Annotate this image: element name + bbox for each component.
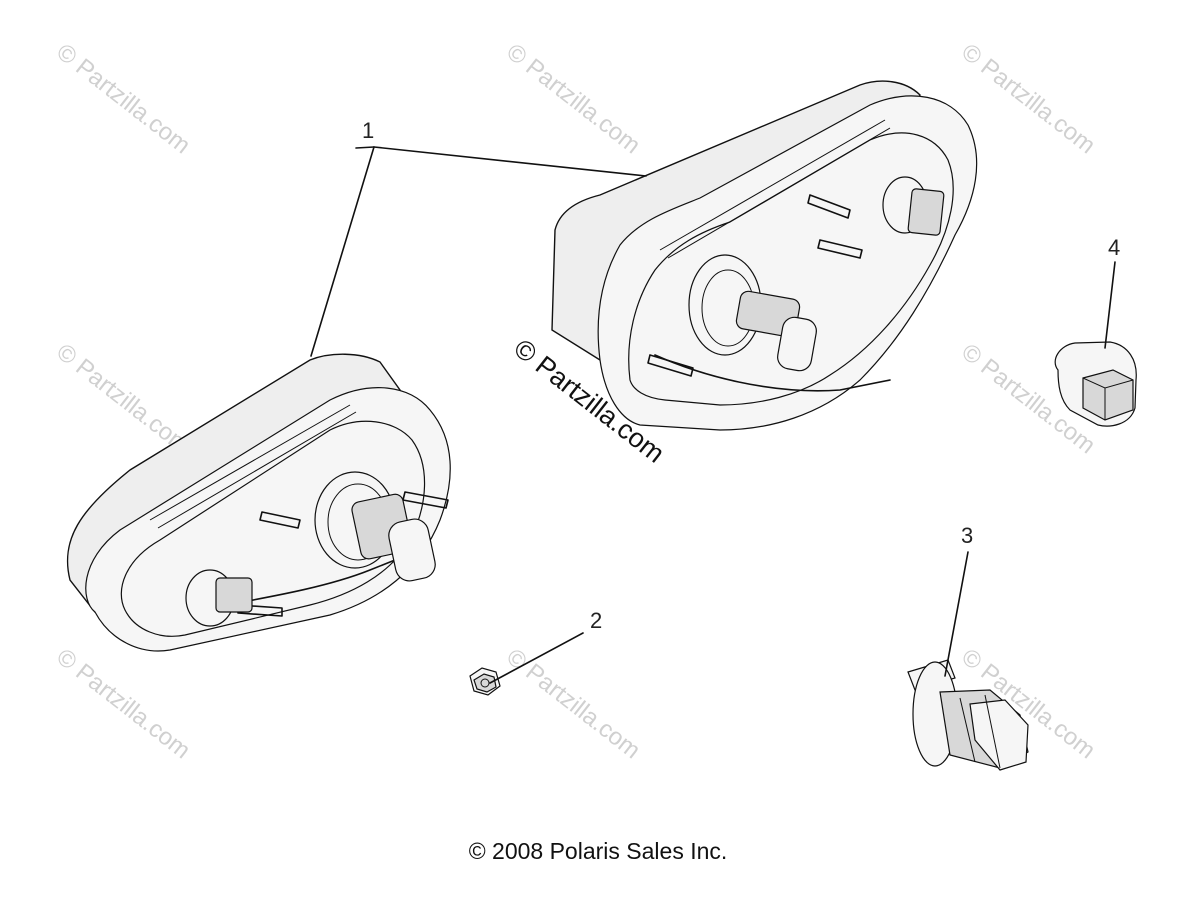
watermark-top-left: © Partzilla.com <box>51 38 195 159</box>
tail-lamp-left[interactable] <box>66 353 451 652</box>
callout-4[interactable]: 4 <box>1108 235 1120 260</box>
leader-2 <box>489 632 584 684</box>
socket-small[interactable] <box>1054 341 1137 427</box>
leader-1-left <box>310 146 375 357</box>
watermark-mid-left: © Partzilla.com <box>51 338 195 459</box>
leader-1-tick <box>355 146 375 149</box>
copyright-notice: © 2008 Polaris Sales Inc. <box>468 838 728 864</box>
bulb-socket[interactable] <box>907 659 1029 771</box>
tail-lamp-right[interactable] <box>551 80 978 431</box>
callout-2[interactable]: 2 <box>590 608 602 633</box>
leader-4 <box>1104 261 1116 349</box>
leader-3 <box>944 551 969 677</box>
watermark-bottom-left: © Partzilla.com <box>51 643 195 764</box>
callout-1[interactable]: 1 <box>362 118 374 143</box>
callout-3[interactable]: 3 <box>961 523 973 548</box>
leader-1-right <box>373 146 647 177</box>
leader-lines <box>310 146 1116 684</box>
watermark-bottom-center: © Partzilla.com <box>501 643 645 764</box>
hex-nut[interactable] <box>469 667 501 696</box>
watermark-top-right: © Partzilla.com <box>956 38 1100 159</box>
watermark-top-center: © Partzilla.com <box>501 38 645 159</box>
